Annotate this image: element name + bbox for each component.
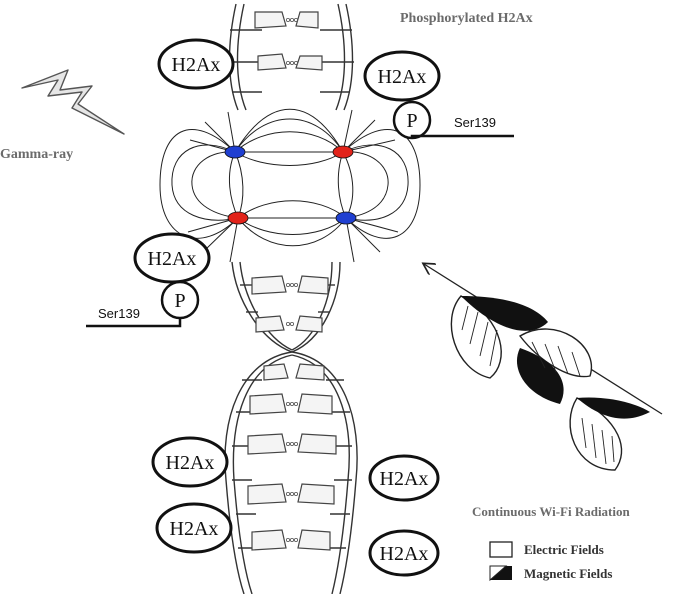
negative-charge-bottom-right <box>335 211 357 225</box>
phosphate-top: P Ser139 <box>392 100 514 140</box>
legend-electric-label: Electric Fields <box>524 542 604 557</box>
ser139-label-top: Ser139 <box>454 115 496 130</box>
svg-text:H2Ax: H2Ax <box>380 543 429 565</box>
legend: Electric Fields Magnetic Fields <box>489 541 612 582</box>
svg-text:P: P <box>174 290 185 312</box>
dna-lower-bases <box>247 275 337 551</box>
dna-top-bases <box>254 11 323 71</box>
h2ax-top-right: H2Ax <box>363 50 441 102</box>
svg-text:H2Ax: H2Ax <box>378 66 427 88</box>
svg-text:H2Ax: H2Ax <box>166 452 215 474</box>
charges <box>224 145 357 225</box>
h2ax-middle-left: H2Ax <box>133 232 211 284</box>
h2ax-top-left: H2Ax <box>157 38 235 90</box>
negative-charge-top-left <box>224 145 246 159</box>
phosphorylated-h2ax-title: Phosphorylated H2Ax <box>400 11 533 26</box>
svg-text:H2Ax: H2Ax <box>148 248 197 270</box>
em-wave <box>424 264 663 471</box>
positive-charge-top-right <box>332 145 354 159</box>
svg-text:H2Ax: H2Ax <box>172 54 221 76</box>
ser139-label-middle: Ser139 <box>98 306 140 321</box>
dna-top-segment <box>228 3 354 111</box>
h2ax-lower-left-1: H2Ax <box>151 436 229 488</box>
svg-text:P: P <box>406 110 417 132</box>
legend-magnetic-label: Magnetic Fields <box>524 566 612 581</box>
h2ax-lower-right-1: H2Ax <box>368 454 440 502</box>
dna-top-hbonds <box>285 17 298 66</box>
wifi-radiation-label: Continuous Wi-Fi Radiation <box>472 504 631 519</box>
field-lines <box>159 108 421 263</box>
dna-lower-segment <box>224 261 358 594</box>
lightning-bolt-icon <box>21 69 125 135</box>
svg-text:H2Ax: H2Ax <box>380 468 429 490</box>
dna-lower-hbonds <box>285 282 298 543</box>
phosphate-middle: P Ser139 <box>86 280 200 328</box>
h2ax-lower-left-2: H2Ax <box>155 502 233 554</box>
gamma-ray-label: Gamma-ray <box>0 147 73 162</box>
svg-text:H2Ax: H2Ax <box>170 518 219 540</box>
legend-electric-swatch <box>489 541 513 558</box>
h2ax-lower-right-2: H2Ax <box>368 529 440 577</box>
positive-charge-bottom-left <box>227 211 249 225</box>
